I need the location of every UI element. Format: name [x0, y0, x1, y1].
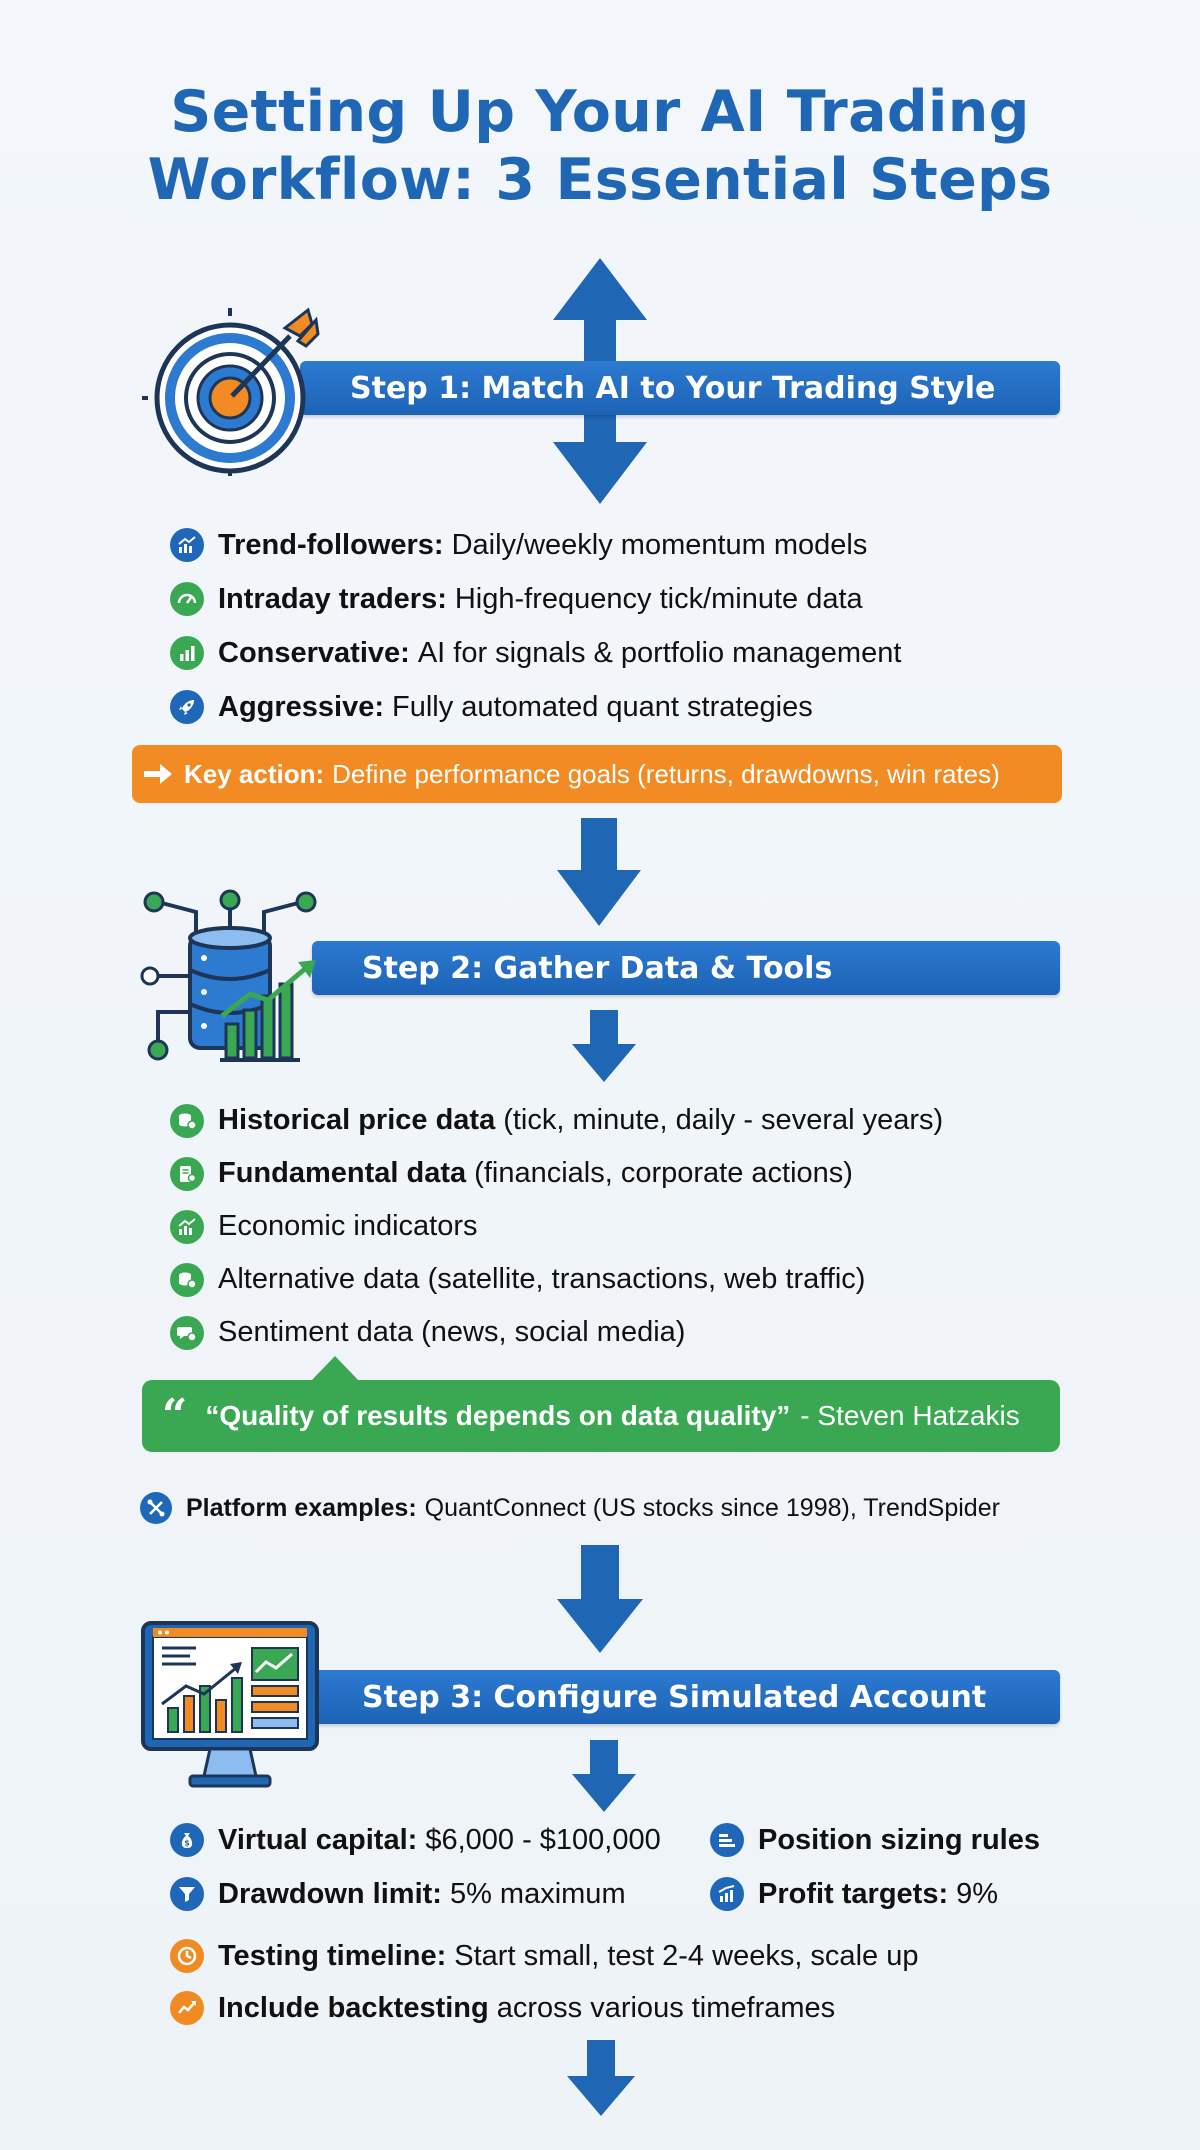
list-item: Drawdown limit: 5% maximum [170, 1867, 626, 1921]
chart-up-icon [170, 1209, 204, 1244]
list-item: Profit targets: 9% [710, 1867, 998, 1921]
database-network-icon [140, 889, 317, 1062]
bullet-text: (tick, minute, daily - several years) [503, 1104, 944, 1136]
list-item: Intraday traders: High-frequency tick/mi… [170, 572, 901, 626]
bar-chart-icon [170, 636, 204, 670]
bullet-text: 5% maximum [449, 1877, 626, 1910]
step2-banner: Step 2: Gather Data & Tools [312, 941, 1060, 995]
step3-banner: Step 3: Configure Simulated Account [312, 1670, 1060, 1724]
list-item: Alternative data (satellite, transaction… [170, 1253, 943, 1306]
bullet-label: Virtual capital: [218, 1823, 418, 1856]
bullet-label: Position sizing rules [758, 1823, 1040, 1856]
list-item: Sentiment data (news, social media) [170, 1306, 943, 1359]
step3-heading: Step 3: Configure Simulated Account [362, 1679, 987, 1715]
bullet-label: Profit targets: [758, 1877, 949, 1910]
coins-icon [170, 1262, 204, 1297]
bullet-label: Drawdown limit: [218, 1877, 442, 1910]
bullet-text: Fully automated quant strategies [392, 690, 813, 723]
page-title-line-2: Workflow: 3 Essential Steps [147, 147, 1053, 214]
chat-icon [170, 1315, 204, 1350]
bullet-label: Testing timeline: [218, 1939, 447, 1972]
right-arrow-icon [144, 764, 172, 784]
bullet-text: Economic indicators [218, 1210, 478, 1242]
list-item: Position sizing rules [710, 1813, 1048, 1867]
money-bag-icon: $ [170, 1823, 204, 1857]
quote-box: “ “Quality of results depends on data qu… [142, 1380, 1060, 1452]
list-item: Conservative: AI for signals & portfolio… [170, 626, 901, 680]
rocket-icon [170, 690, 204, 724]
bullet-label: Intraday traders: [218, 582, 447, 615]
down-arrow-icon [567, 2040, 635, 2116]
bullet-text: Start small, test 2-4 weeks, scale up [454, 1939, 919, 1972]
bullet-text: Alternative data (satellite, transaction… [218, 1263, 866, 1295]
bullet-text: AI for signals & portfolio management [417, 636, 902, 669]
list-item: Economic indicators [170, 1200, 943, 1253]
list-item: Aggressive: Fully automated quant strate… [170, 680, 901, 734]
quote-author: - Steven Hatzakis [800, 1400, 1020, 1431]
drawdown-icon [170, 1877, 204, 1911]
quote-text: “Quality of results depends on data qual… [205, 1400, 791, 1431]
monitor-dashboard-icon [141, 1621, 319, 1788]
clock-icon [170, 1939, 204, 1973]
list-item: Testing timeline: Start small, test 2-4 … [170, 1930, 918, 1982]
down-arrow-icon [572, 1740, 636, 1812]
tools-icon [140, 1492, 172, 1524]
target-chart-icon [710, 1877, 744, 1911]
chart-up-icon [170, 528, 204, 562]
bullet-label: Historical price data [218, 1104, 496, 1136]
quote-pointer [310, 1356, 360, 1382]
platform-examples: Platform examples: QuantConnect (US stoc… [140, 1488, 1000, 1528]
key-action-text: Define performance goals (returns, drawd… [332, 758, 1000, 789]
step1-heading: Step 1: Match AI to Your Trading Style [350, 370, 996, 406]
step1-banner: Step 1: Match AI to Your Trading Style [300, 361, 1060, 415]
sizing-icon [710, 1823, 744, 1857]
platform-label: Platform examples: [186, 1493, 417, 1522]
bullet-text: Sentiment data (news, social media) [218, 1316, 686, 1348]
page-title-line-1: Setting Up Your AI Trading [170, 79, 1030, 145]
platform-text: QuantConnect (US stocks since 1998), Tre… [424, 1493, 1000, 1522]
down-arrow-icon [557, 1545, 643, 1653]
bullet-text: $6,000 - $100,000 [425, 1823, 661, 1856]
down-arrow-icon [572, 1010, 636, 1082]
step2-heading: Step 2: Gather Data & Tools [362, 950, 833, 986]
down-arrow-icon [557, 818, 641, 926]
coins-icon [170, 1103, 204, 1138]
bullet-text: (financials, corporate actions) [474, 1157, 853, 1189]
svg-text:$: $ [184, 1839, 190, 1848]
document-icon [170, 1156, 204, 1191]
gauge-icon [170, 582, 204, 616]
list-item: Trend-followers: Daily/weekly momentum m… [170, 518, 901, 572]
trend-line-icon [170, 1991, 204, 2025]
list-item: Historical price data (tick, minute, dai… [170, 1094, 943, 1147]
page-title: Setting Up Your AI Trading Workflow: 3 E… [0, 78, 1200, 215]
step3-bullet-list: Testing timeline: Start small, test 2-4 … [170, 1930, 918, 2034]
bullet-text: Daily/weekly momentum models [451, 528, 868, 561]
bullet-text: across various timeframes [496, 1991, 836, 2024]
bullet-label: Include backtesting [218, 1991, 489, 2024]
quote-mark-icon: “ [162, 1390, 188, 1441]
list-item: Fundamental data (financials, corporate … [170, 1147, 943, 1200]
bullet-text: High-frequency tick/minute data [454, 582, 863, 615]
list-item: $ Virtual capital: $6,000 - $100,000 [170, 1813, 661, 1867]
step2-bullet-list: Historical price data (tick, minute, dai… [170, 1094, 943, 1359]
list-item: Include backtesting across various timef… [170, 1982, 918, 2034]
bullet-label: Conservative: [218, 636, 410, 669]
key-action-label: Key action: [184, 758, 325, 789]
bullet-label: Trend-followers: [218, 528, 444, 561]
target-arrow-icon [142, 307, 320, 476]
bullet-label: Aggressive: [218, 690, 385, 723]
bullet-label: Fundamental data [218, 1157, 467, 1189]
key-action-bar: Key action: Define performance goals (re… [132, 745, 1062, 803]
step1-bullet-list: Trend-followers: Daily/weekly momentum m… [170, 518, 901, 734]
bullet-text: 9% [956, 1877, 999, 1910]
